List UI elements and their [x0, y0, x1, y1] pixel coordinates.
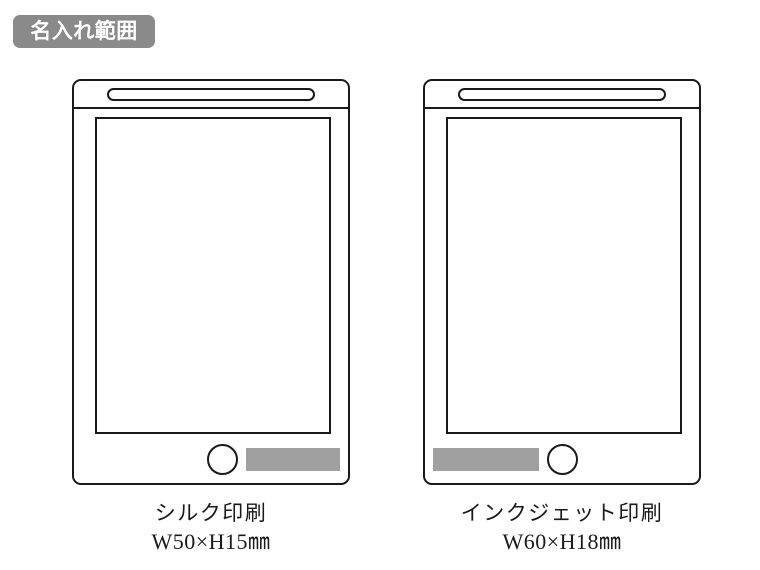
- caption-inkjet: インクジェット印刷 W60×H18㎜: [423, 499, 701, 557]
- device-top-bar-inkjet: [425, 81, 699, 109]
- print-area-badge-label: 名入れ範囲: [30, 19, 138, 43]
- figure-silk: シルク印刷 W50×H15㎜: [72, 79, 350, 557]
- caption-inkjet-title: インクジェット印刷: [460, 501, 664, 525]
- device-screen-silk: [95, 117, 331, 434]
- home-button-icon: [547, 443, 578, 475]
- device-top-bar-silk: [74, 81, 348, 109]
- home-button-icon: [207, 443, 238, 475]
- speaker-slot-icon: [107, 87, 315, 101]
- print-area-badge: 名入れ範囲: [13, 15, 155, 48]
- device-screen-inkjet: [446, 117, 682, 434]
- figure-inkjet: インクジェット印刷 W60×H18㎜: [423, 79, 701, 557]
- device-outline-silk: [72, 79, 350, 485]
- caption-inkjet-size: W60×H18㎜: [502, 529, 622, 555]
- device-chin-inkjet: [425, 435, 699, 483]
- print-area-inkjet: [433, 447, 539, 471]
- speaker-slot-icon: [458, 87, 666, 101]
- device-chin-silk: [74, 435, 348, 483]
- print-area-silk: [246, 447, 340, 471]
- caption-silk-size: W50×H15㎜: [151, 529, 271, 555]
- device-outline-inkjet: [423, 79, 701, 485]
- caption-silk: シルク印刷 W50×H15㎜: [72, 499, 350, 557]
- caption-silk-title: シルク印刷: [154, 501, 268, 525]
